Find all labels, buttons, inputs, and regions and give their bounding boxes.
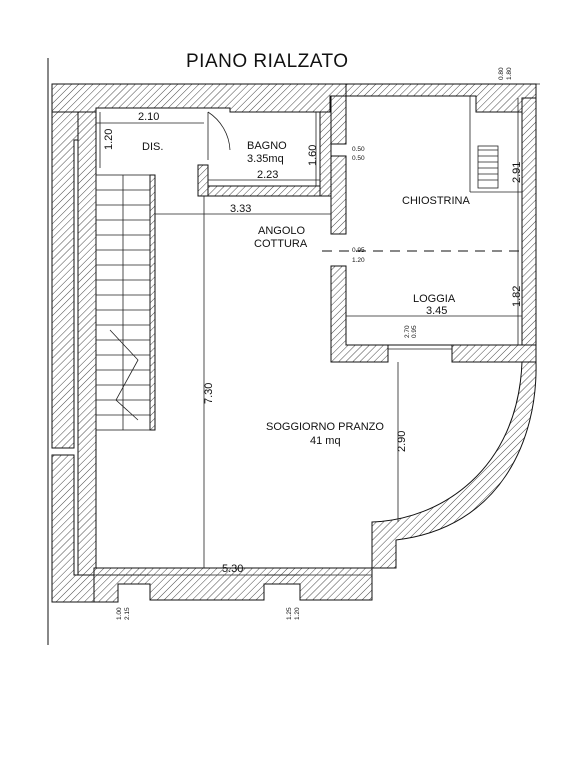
wall-top-left: [51, 83, 347, 113]
wall-chiostrina-left: [330, 95, 347, 145]
wall-curved-bay: [371, 361, 537, 569]
dim-1-60: 1.60: [307, 145, 319, 166]
right-window-w: 1.25: [286, 607, 293, 620]
wall-loggia-bottom: [451, 344, 537, 363]
dim-2-90: 2.90: [396, 431, 408, 452]
wall-chiostrina-left-low: [330, 265, 389, 363]
room-dis: DIS.: [142, 141, 163, 153]
dim-3-45: 3.45: [426, 305, 447, 317]
dis-door-swing: [207, 111, 231, 160]
wall-right-outer: [521, 97, 537, 363]
plan-title: PIANO RIALZATO: [186, 51, 349, 72]
bagno-window-h: 0.50: [352, 155, 365, 162]
dim-1-82: 1.82: [511, 286, 523, 307]
dim-5-30: 5.30: [222, 563, 243, 575]
room-loggia: LOGGIA: [413, 293, 456, 305]
wall-bottom: [93, 567, 373, 603]
loggia-door-h: 2.70: [404, 325, 411, 338]
wall-left-outer: [51, 111, 79, 449]
right-window-h: 1.20: [294, 607, 301, 620]
stair-arrow: [109, 329, 139, 421]
cottura-window-w: 0.95: [352, 247, 365, 254]
wall-left-inner: [77, 111, 97, 576]
dim-2-10: 2.10: [138, 111, 159, 123]
top-right-h: 1.80: [506, 67, 513, 80]
room-chiostrina: CHIOSTRINA: [402, 195, 471, 207]
wall-top-right: [345, 83, 537, 113]
room-bagno-area: 3.35mq: [247, 153, 284, 165]
dim-3-33: 3.33: [230, 203, 251, 215]
loggia-door-w: 0.95: [411, 325, 418, 338]
top-right-w: 0.80: [498, 67, 505, 80]
dim-1-20: 1.20: [103, 129, 115, 150]
wall-chiostrina-left-mid: [330, 155, 347, 235]
dim-2-91: 2.91: [511, 162, 523, 183]
dim-7-30: 7.30: [203, 383, 215, 404]
dim-2-23: 2.23: [257, 169, 278, 181]
room-soggiorno-area: 41 mq: [310, 435, 341, 447]
stair-steps: [96, 189, 150, 416]
room-cottura: COTTURA: [254, 238, 308, 250]
chiostrina-step: [477, 145, 499, 189]
room-angolo: ANGOLO: [258, 225, 306, 237]
left-window-h: 2.15: [124, 607, 131, 620]
staircase: [95, 174, 151, 431]
wall-bagno-bottom: [197, 185, 332, 197]
room-soggiorno: SOGGIORNO PRANZO: [266, 421, 384, 433]
cottura-window-h: 1.20: [352, 257, 365, 264]
wall-stair: [149, 174, 156, 431]
room-bagno: BAGNO: [247, 140, 287, 152]
bagno-window-w: 0.50: [352, 146, 365, 153]
wall-bagno-right: [319, 111, 332, 197]
left-window-w: 1.00: [116, 607, 123, 620]
wall-bagno-left: [197, 164, 209, 197]
